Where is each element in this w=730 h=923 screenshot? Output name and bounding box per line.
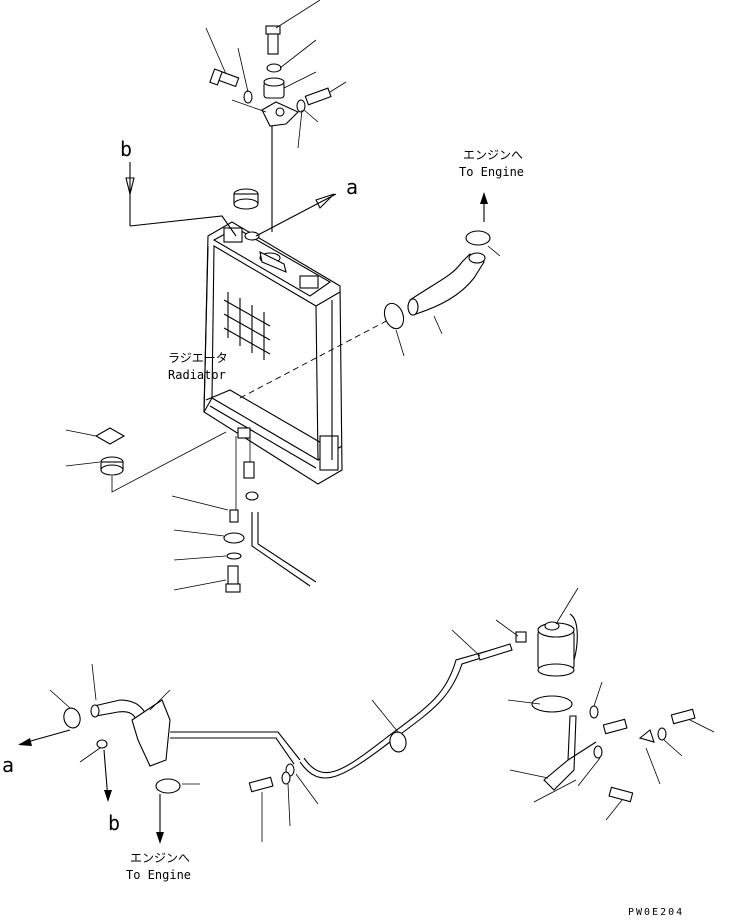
- radiator-label-jp: ラジエータ: [168, 351, 228, 365]
- drawing-code: PW0E204: [628, 907, 684, 918]
- upper-hose: [383, 192, 501, 357]
- ref-a-bottom: a: [2, 753, 14, 777]
- ref-callouts-top: [125, 162, 337, 237]
- to-engine-bottom-jp: エンジンへ: [130, 851, 190, 865]
- ref-b-top: b: [120, 137, 132, 161]
- top-mount-hardware: [205, 0, 347, 232]
- to-engine-bottom-en: To Engine: [126, 868, 191, 882]
- radiator-cap: [233, 188, 259, 210]
- reservoir-assembly: [248, 587, 715, 842]
- radiator-core-grid: [223, 292, 271, 360]
- lower-hose-assembly: [18, 663, 301, 844]
- radiator-label-en: Radiator: [168, 368, 226, 382]
- radiator-body: [203, 221, 393, 485]
- to-engine-top-jp: エンジンへ: [463, 148, 523, 162]
- ref-b-bottom: b: [108, 811, 120, 835]
- radiator-mount-pads: [65, 427, 227, 493]
- to-engine-top-en: To Engine: [459, 165, 524, 179]
- drain-hardware: [171, 436, 317, 593]
- ref-a-top: a: [346, 175, 358, 199]
